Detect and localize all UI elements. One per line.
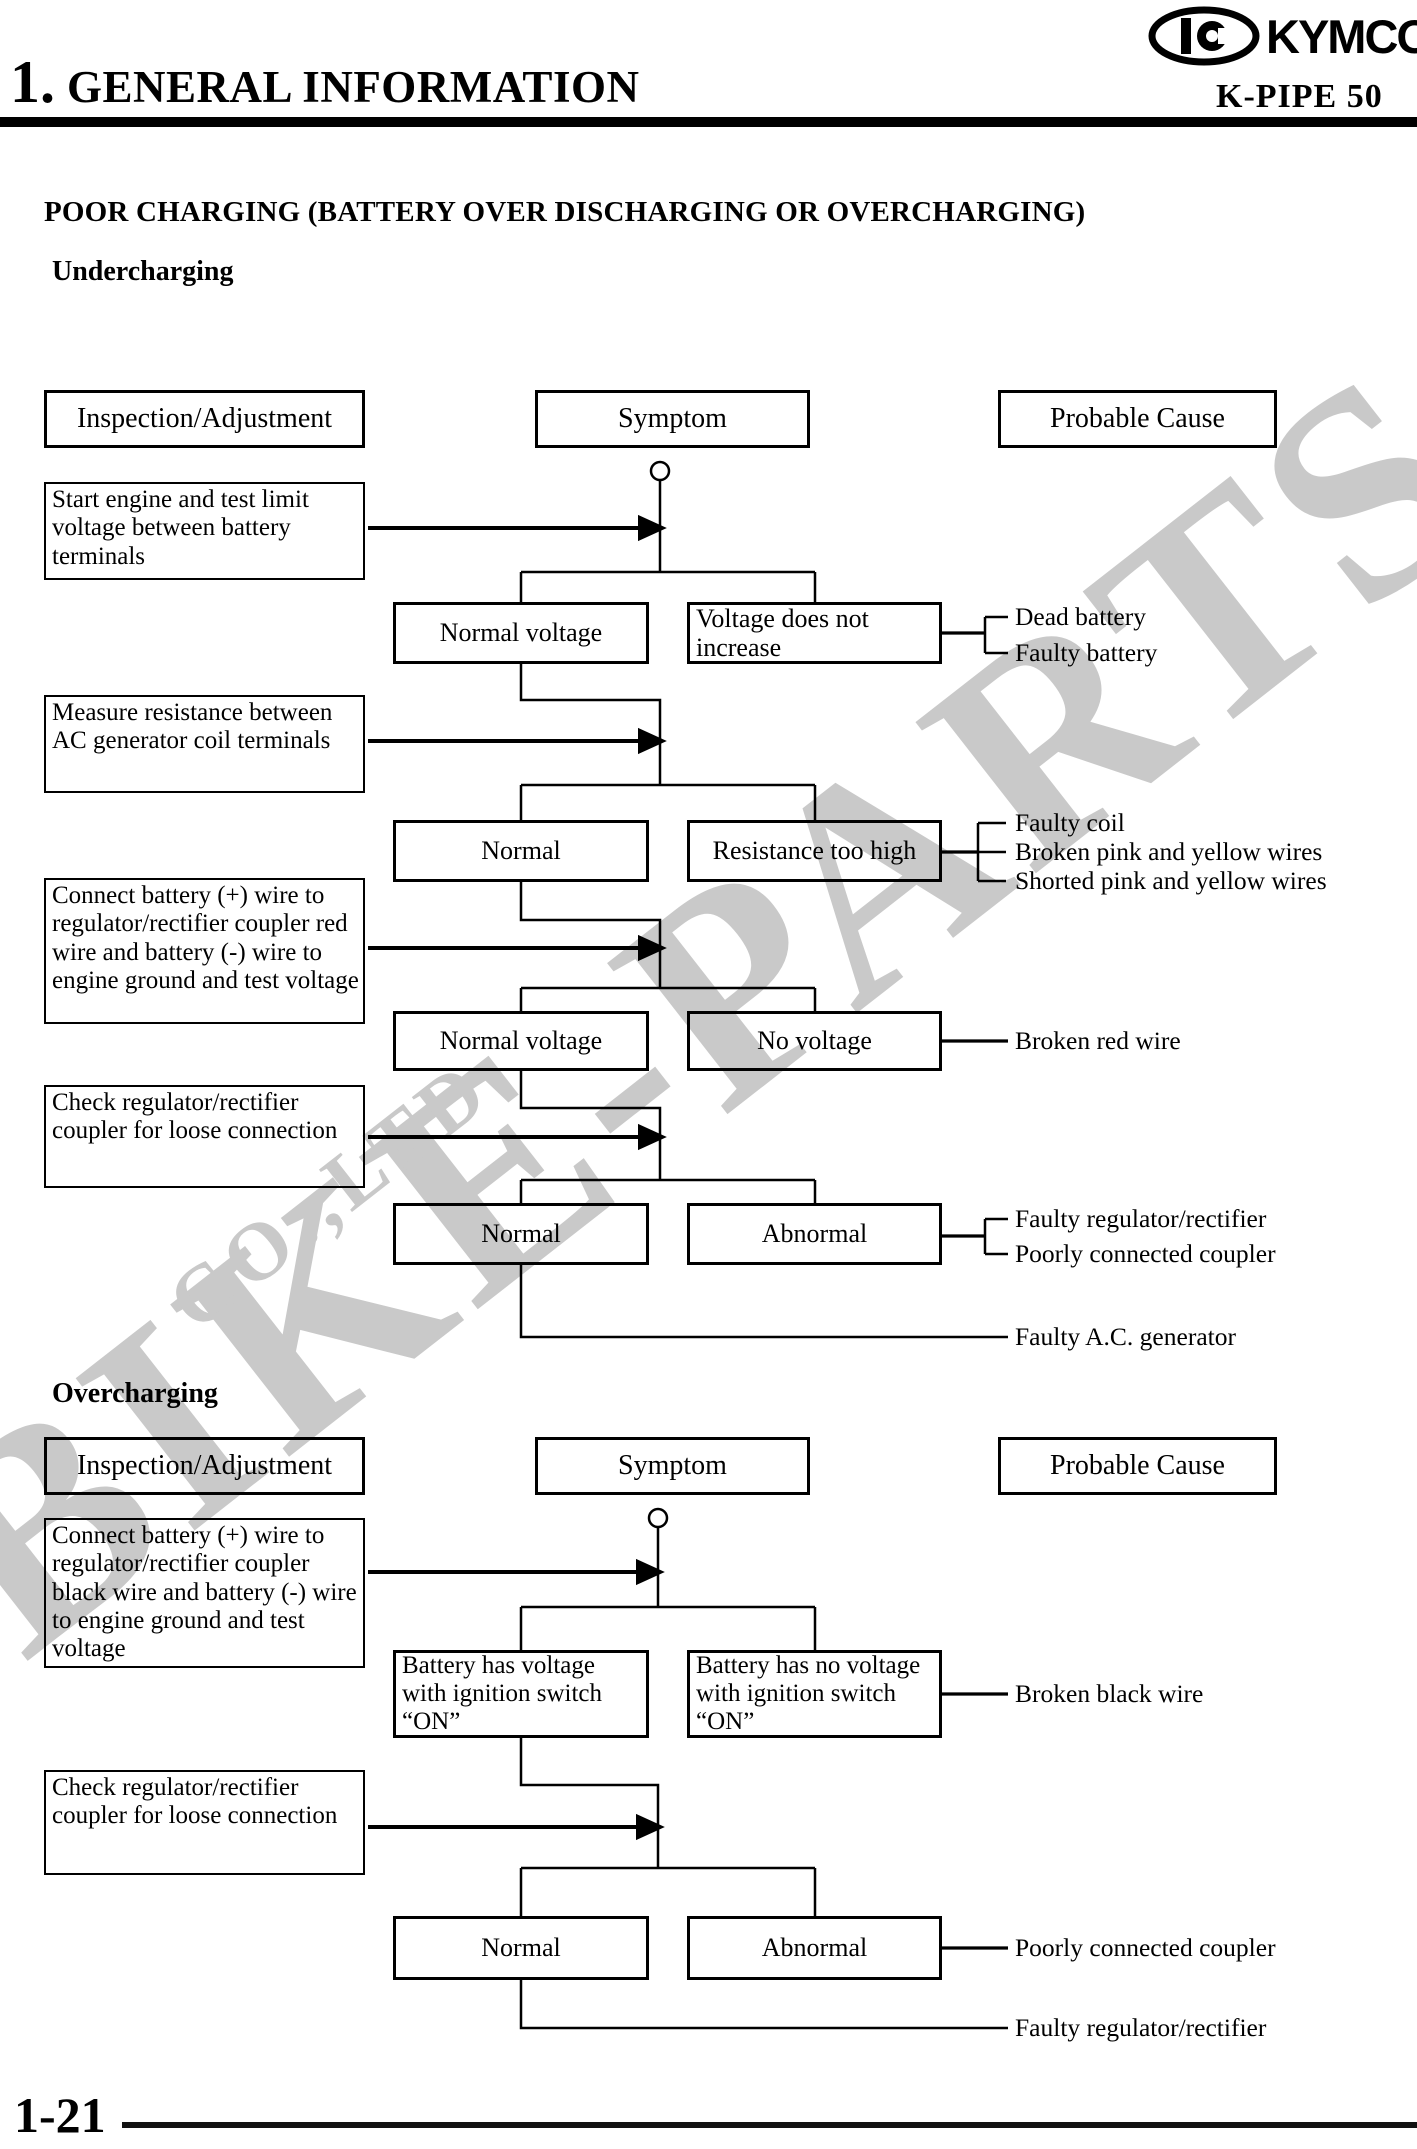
probable-cause-text: Poorly connected coupler (1015, 1239, 1276, 1268)
flow-start-node (647, 1507, 669, 1529)
symptom-bad-box: Voltage does not increase (687, 602, 942, 664)
chapter-title: 1. GENERAL INFORMATION (10, 52, 639, 112)
column-header-inspection: Inspection/Adjustment (44, 1437, 365, 1495)
probable-cause-text: Poorly connected coupler (1015, 1933, 1276, 1962)
symptom-bad-box: Resistance too high (687, 820, 942, 882)
symptom-bad-box: Abnormal (687, 1203, 942, 1265)
brand-wordmark: KYMCO (1266, 9, 1417, 63)
footer-rule (122, 2122, 1417, 2128)
probable-cause-text: Shorted pink and yellow wires (1015, 866, 1327, 895)
symptom-bad-box: Battery has no voltage with ignition swi… (687, 1650, 942, 1738)
symptom-good-box: Normal (393, 820, 649, 882)
probable-cause-text: Faulty A.C. generator (1015, 1322, 1236, 1351)
model-name: K-PIPE 50 (1216, 78, 1383, 115)
chapter-name: GENERAL INFORMATION (67, 62, 640, 112)
probable-cause-text: Faulty coil (1015, 808, 1125, 837)
inspection-step-box: Check regulator/rectifier coupler for lo… (44, 1085, 365, 1188)
inspection-step-box: Connect battery (+) wire to regulator/re… (44, 1518, 365, 1668)
probable-cause-text: Dead battery (1015, 602, 1146, 631)
column-header-probable-cause: Probable Cause (998, 1437, 1277, 1495)
column-header-symptom: Symptom (535, 390, 810, 448)
symptom-good-box: Normal voltage (393, 602, 649, 664)
chapter-number: 1. (10, 49, 55, 115)
inspection-step-box: Measure resistance between AC generator … (44, 695, 365, 793)
section-heading-overcharging: Overcharging (52, 1378, 218, 1409)
column-header-inspection: Inspection/Adjustment (44, 390, 365, 448)
column-header-symptom: Symptom (535, 1437, 810, 1495)
page-number: 1-21 (14, 2087, 106, 2143)
kymco-oval-logo-icon (1148, 6, 1260, 66)
symptom-good-box: Battery has voltage with ignition switch… (393, 1650, 649, 1738)
symptom-good-box: Normal (393, 1916, 649, 1980)
brand-logo: KYMCO (1148, 6, 1417, 66)
probable-cause-text: Broken black wire (1015, 1679, 1204, 1708)
inspection-step-box: Start engine and test limit voltage betw… (44, 482, 365, 580)
symptom-good-box: Normal voltage (393, 1011, 649, 1071)
probable-cause-text: Faulty battery (1015, 638, 1158, 667)
symptom-good-box: Normal (393, 1203, 649, 1265)
header-rule (0, 117, 1417, 127)
section-heading-undercharging: Undercharging (52, 256, 234, 287)
column-header-probable-cause: Probable Cause (998, 390, 1277, 448)
probable-cause-text: Broken red wire (1015, 1026, 1181, 1055)
inspection-step-box: Connect battery (+) wire to regulator/re… (44, 878, 365, 1024)
symptom-bad-box: Abnormal (687, 1916, 942, 1980)
symptom-bad-box: No voltage (687, 1011, 942, 1071)
flow-start-node (649, 460, 671, 482)
probable-cause-text: Faulty regulator/rectifier (1015, 2013, 1267, 2042)
probable-cause-text: Broken pink and yellow wires (1015, 837, 1323, 866)
probable-cause-text: Faulty regulator/rectifier (1015, 1204, 1267, 1233)
inspection-step-box: Check regulator/rectifier coupler for lo… (44, 1770, 365, 1875)
page-title: POOR CHARGING (BATTERY OVER DISCHARGING … (44, 196, 1086, 228)
